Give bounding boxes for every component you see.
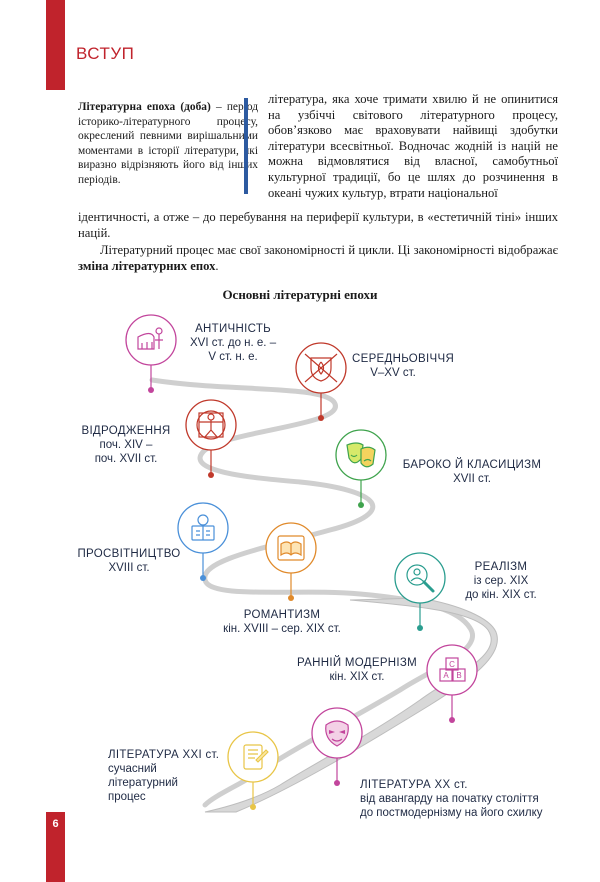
epoch-name: СЕРЕДНЬОВІЧЧЯ: [352, 353, 455, 365]
winding-road: [149, 377, 475, 808]
epoch-20th-century-label: ЛІТЕРАТУРА XX ст. від авангарду на почат…: [360, 778, 566, 820]
open-book-icon: [265, 522, 317, 574]
epoch-pin-dot: [250, 804, 256, 810]
header-accent-bar: [46, 0, 65, 90]
winding-road-edge: [204, 597, 498, 813]
epoch-enlightenment-label: ПРОСВІТНИЦТВО XVIII ст.: [74, 547, 184, 575]
epoch-name: БАРОКО Й КЛАСИЦИЗМ: [402, 459, 542, 471]
page-number-bar: [46, 812, 65, 882]
epoch-pin-dot: [358, 502, 364, 508]
epoch-period: XVII ст.: [453, 473, 491, 485]
paragraph-3-start: Літературний процес має свої закономірно…: [100, 243, 558, 257]
block-letter: C: [449, 660, 455, 669]
epoch-pin-dot: [449, 717, 455, 723]
definition-divider: [244, 98, 248, 194]
epoch-period: кін. XVIII – сер. XIX ст.: [223, 623, 341, 635]
epoch-renaissance-label: ВІДРОДЖЕННЯ поч. XIV – поч. XVII ст.: [78, 424, 174, 466]
epoch-name: ВІДРОДЖЕННЯ: [81, 425, 171, 437]
epoch-early-modernism-label: РАННІЙ МОДЕРНІЗМ кін. XIX ст.: [292, 656, 422, 684]
block-letter: B: [456, 671, 461, 680]
epoch-period: від авангарду на початку століття: [360, 793, 539, 805]
epoch-realism-label: РЕАЛІЗМ із сер. XIX до кін. XIX ст.: [456, 560, 546, 602]
block-letter: A: [443, 671, 449, 680]
epoch-period: кін. XIX ст.: [329, 671, 385, 683]
epoch-name: РОМАНТИЗМ: [243, 609, 321, 621]
epoch-pin-dot: [417, 625, 423, 631]
magnifier-person-icon: [394, 552, 446, 604]
theatre-masks-icon: [335, 429, 387, 481]
vitruvian-man-icon: [185, 399, 237, 451]
epoch-name: РАННІЙ МОДЕРНІЗМ: [296, 657, 418, 669]
epoch-antiquity-label: АНТИЧНІСТЬ XVI ст. до н. е. – V ст. н. е…: [190, 322, 276, 364]
epoch-period: XVIII ст.: [108, 562, 150, 574]
epoch-romanticism-label: РОМАНТИЗМ кін. XVIII – сер. XIX ст.: [196, 608, 368, 636]
paragraph-3-end: .: [215, 258, 219, 273]
epoch-pin-dot: [288, 595, 294, 601]
infographic-title: Основні літературні епохи: [222, 287, 378, 302]
epoch-middle-ages-label: СЕРЕДНЬОВІЧЧЯ V–XV ст.: [352, 352, 455, 380]
epoch-period: до кін. XIX ст.: [465, 589, 537, 601]
epoch-period: поч. XVII ст.: [94, 453, 158, 465]
epoch-name: ПРОСВІТНИЦТВО: [77, 548, 181, 560]
epoch-period: із сер. XIX: [473, 575, 529, 587]
paragraph-2: ідентичності, а отже – до перебування на…: [78, 210, 558, 240]
paragraph-3-bold: зміна літературних епох: [78, 258, 216, 273]
epoch-name: АНТИЧНІСТЬ: [195, 323, 272, 335]
mask-face-icon: [311, 707, 363, 759]
epoch-pin-dot: [200, 575, 206, 581]
epoch-period: літературний: [108, 777, 178, 789]
epoch-pin-dot: [208, 472, 214, 478]
definition-text: – період історико-літературного процесу,…: [78, 101, 258, 186]
paragraph-1: література, яка хоче тримати хвилю й не …: [268, 92, 558, 200]
tablet-device-icon: [227, 731, 279, 783]
colosseum-icon: [125, 314, 177, 366]
epoch-period: XVI ст. до н. е. –: [190, 337, 277, 349]
section-title: ВСТУП: [76, 44, 135, 63]
epoch-name: ЛІТЕРАТУРА XX ст.: [360, 779, 468, 791]
epoch-period: процес: [108, 791, 146, 803]
epoch-period: сучасний: [108, 763, 157, 775]
page-number: 6: [52, 818, 59, 830]
epoch-period: V–XV ст.: [370, 367, 416, 379]
epoch-baroque-label: БАРОКО Й КЛАСИЦИЗМ XVII ст.: [396, 458, 548, 486]
paragraph-3: Літературний процес має свої закономірно…: [78, 243, 558, 274]
epoch-pin-dot: [148, 387, 154, 393]
epoch-name: РЕАЛІЗМ: [474, 561, 528, 573]
definition-term: Літературна епоха (доба): [78, 101, 211, 113]
definition-box: Літературна епоха (доба) – період істори…: [78, 100, 258, 188]
epoch-period: V ст. н. е.: [208, 351, 258, 363]
epoch-period: до постмодернізму на його схилку: [360, 807, 543, 819]
reading-person-icon: [177, 502, 229, 554]
epoch-pin-dot: [334, 780, 340, 786]
heraldic-shield-icon: [295, 342, 347, 394]
epoch-period: поч. XIV –: [99, 439, 153, 451]
epoch-pin-dot: [318, 415, 324, 421]
epoch-name: ЛІТЕРАТУРА XXI ст.: [108, 749, 220, 761]
epoch-21st-century-label: ЛІТЕРАТУРА XXI ст. сучасний літературний…: [108, 748, 228, 804]
